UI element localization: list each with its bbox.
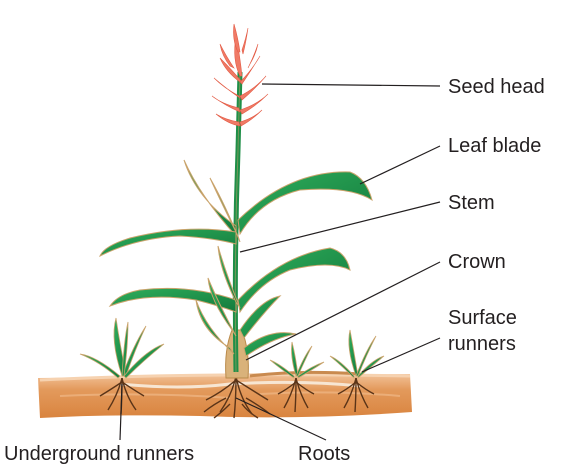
label-crown: Crown — [448, 251, 506, 273]
label-surface-runners-line2: runners — [448, 333, 516, 355]
label-roots: Roots — [298, 443, 350, 465]
main-grass-plant — [100, 72, 372, 378]
leader-surface-runners — [362, 338, 440, 372]
label-seed-head: Seed head — [448, 76, 545, 98]
small-grass-plant-left — [80, 318, 164, 378]
label-surface-runners-line1: Surface — [448, 307, 517, 329]
leader-seed-head — [262, 84, 440, 86]
label-leaf-blade: Leaf blade — [448, 135, 541, 157]
label-underground-runners: Underground runners — [4, 443, 194, 465]
label-stem: Stem — [448, 192, 495, 214]
leader-stem — [240, 202, 440, 252]
small-grass-plant-right — [330, 330, 384, 378]
leader-leaf-blade — [360, 146, 440, 184]
